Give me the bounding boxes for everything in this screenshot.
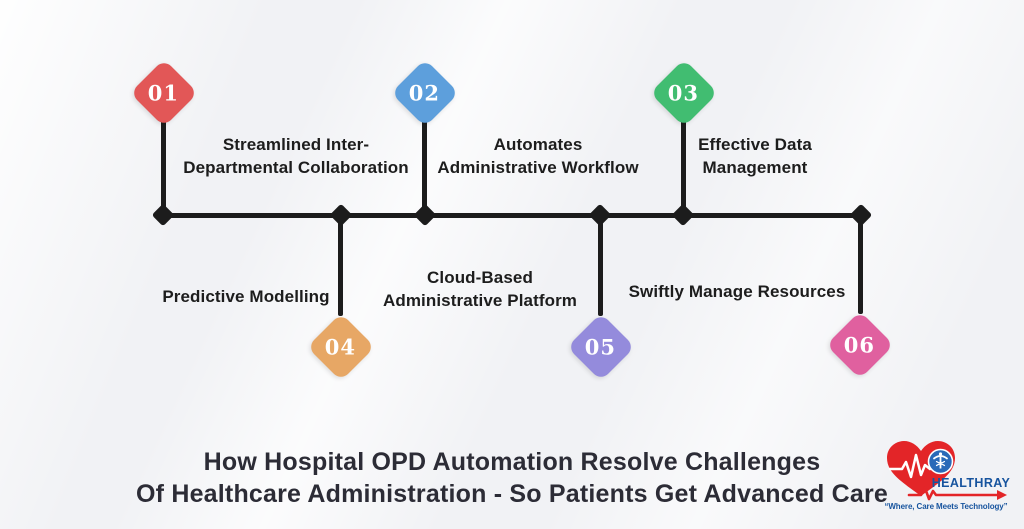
timeline-node-icon xyxy=(329,203,353,227)
label-line: Effective Data xyxy=(698,135,812,154)
label-line: Administrative Platform xyxy=(382,291,578,310)
step-6-number: 06 xyxy=(844,332,876,358)
connector-step-3 xyxy=(681,120,686,216)
label-line: Streamlined Inter- xyxy=(222,135,370,154)
step-1-number: 01 xyxy=(148,80,180,106)
page-title-line-1: How Hospital OPD Automation Resolve Chal… xyxy=(203,448,821,476)
connector-step-5 xyxy=(598,216,603,316)
step-2-diamond: 02 xyxy=(391,59,459,127)
ekg-line-icon xyxy=(888,453,932,479)
healthray-logo: HEALTHRAY “Where, Care Meets Technology” xyxy=(884,441,1011,511)
page-title-line-2: Of Healthcare Administration - So Patien… xyxy=(136,480,888,508)
step-3-diamond: 03 xyxy=(650,59,718,127)
label-line: Management xyxy=(702,158,808,177)
step-4-diamond: 04 xyxy=(307,313,375,381)
step-6-diamond: 06 xyxy=(826,311,894,379)
timeline-node-icon xyxy=(413,203,437,227)
label-line: Swiftly Manage Resources xyxy=(628,282,846,301)
label-line: Automates xyxy=(493,135,583,154)
step-3-label: Effective Data Management xyxy=(655,133,855,179)
step-4-label: Predictive Modelling xyxy=(136,285,356,308)
connector-step-6 xyxy=(858,216,863,314)
label-line: Administrative Workflow xyxy=(437,158,639,177)
step-3-number: 03 xyxy=(668,80,700,106)
label-line: Departmental Collaboration xyxy=(183,158,409,177)
label-line: Cloud-Based xyxy=(427,268,533,287)
step-5-number: 05 xyxy=(585,334,617,360)
step-5-diamond: 05 xyxy=(567,313,635,381)
timeline-node-icon xyxy=(849,203,873,227)
timeline-node-icon xyxy=(671,203,695,227)
logo-tagline: “Where, Care Meets Technology” xyxy=(884,502,1007,511)
step-2-label: Automates Administrative Workflow xyxy=(418,133,658,179)
connector-step-4 xyxy=(338,216,343,316)
step-4-number: 04 xyxy=(325,334,357,360)
step-6-label: Swiftly Manage Resources xyxy=(607,280,867,303)
connector-step-2 xyxy=(422,120,427,216)
label-line: Predictive Modelling xyxy=(162,287,330,306)
page-title: How Hospital OPD Automation Resolve Chal… xyxy=(0,446,1024,510)
timeline-node-icon xyxy=(151,203,175,227)
logo-wordmark: HEALTHRAY xyxy=(932,476,1011,490)
step-2-number: 02 xyxy=(409,80,441,106)
step-1-diamond: 01 xyxy=(130,59,198,127)
ekg-arrow-icon xyxy=(907,486,1007,501)
timeline-node-icon xyxy=(588,203,612,227)
step-5-label: Cloud-Based Administrative Platform xyxy=(360,266,600,312)
caduceus-badge-icon xyxy=(927,448,954,475)
timeline-line xyxy=(161,213,863,218)
connector-step-1 xyxy=(161,120,166,216)
step-1-label: Streamlined Inter- Departmental Collabor… xyxy=(166,133,426,179)
